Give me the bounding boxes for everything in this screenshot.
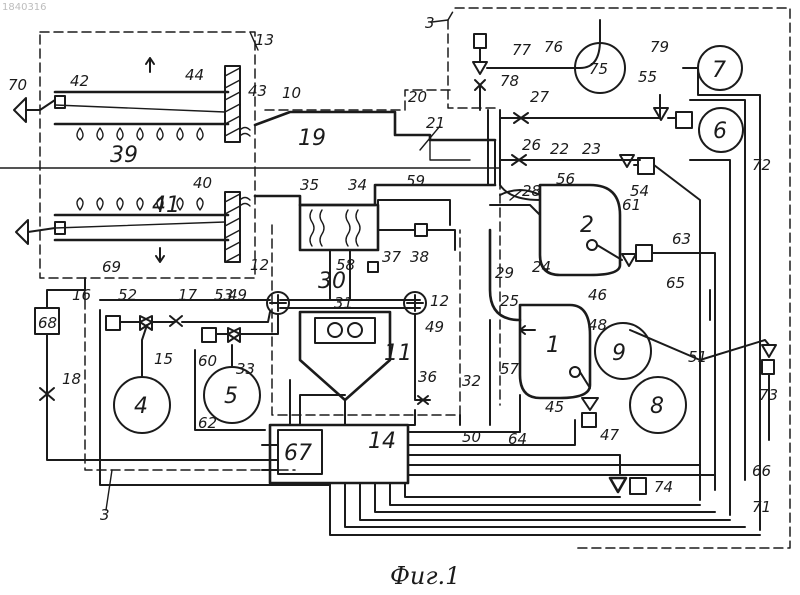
label-50: 50: [462, 428, 481, 446]
label-75: 75: [589, 60, 608, 78]
label-46: 46: [588, 286, 607, 304]
label-20: 20: [408, 88, 427, 106]
leader-lines: [106, 20, 522, 510]
label-61: 61: [622, 196, 641, 214]
label-8: 8: [650, 394, 664, 419]
label-24: 24: [532, 258, 551, 276]
label-53: 53: [214, 286, 233, 304]
label-77: 77: [512, 41, 532, 59]
label-42: 42: [70, 72, 89, 90]
label-55: 55: [638, 68, 657, 86]
label-17: 17: [178, 286, 198, 304]
label-4: 4: [134, 394, 148, 419]
label-60: 60: [198, 352, 217, 370]
label-35: 35: [300, 176, 319, 194]
label-6: 6: [713, 119, 727, 144]
label-41: 41: [152, 193, 180, 218]
label-1: 1: [546, 333, 560, 358]
label-12-left: 12: [250, 256, 269, 274]
label-51: 51: [688, 348, 707, 366]
label-44: 44: [185, 66, 204, 84]
label-66: 66: [752, 462, 771, 480]
label-56: 56: [556, 170, 575, 188]
label-49-right: 49: [425, 318, 444, 336]
label-47: 47: [600, 426, 620, 444]
label-7: 7: [712, 58, 726, 83]
label-14: 14: [368, 429, 396, 454]
label-26: 26: [522, 136, 541, 154]
watermark-text: 1840316: [2, 2, 47, 13]
label-70: 70: [8, 76, 27, 94]
label-34: 34: [348, 176, 367, 194]
label-36: 36: [418, 368, 437, 386]
label-72: 72: [752, 156, 771, 174]
label-13: 13: [255, 31, 274, 49]
label-21: 21: [426, 114, 445, 132]
label-69: 69: [102, 258, 121, 276]
label-12-right: 12: [430, 292, 449, 310]
label-74: 74: [654, 478, 673, 496]
label-40: 40: [193, 174, 212, 192]
label-43: 43: [248, 82, 267, 100]
label-59: 59: [406, 172, 425, 190]
label-31: 31: [334, 294, 353, 312]
label-63: 63: [672, 230, 691, 248]
label-45: 45: [545, 398, 564, 416]
label-73: 73: [759, 386, 778, 404]
label-2: 2: [580, 213, 594, 238]
label-30: 30: [318, 269, 346, 294]
label-11: 11: [384, 341, 412, 366]
label-37: 37: [382, 248, 402, 266]
reference-numbers: 3 76 77 79 75 7 13 44 42 43 70 10 20 19 …: [8, 14, 778, 524]
label-5: 5: [224, 384, 238, 409]
label-65: 65: [666, 274, 685, 292]
label-57: 57: [500, 360, 520, 378]
label-29: 29: [495, 264, 514, 282]
label-76: 76: [544, 38, 563, 56]
controller-unit: [262, 320, 760, 535]
label-68: 68: [38, 314, 57, 332]
label-78: 78: [500, 72, 519, 90]
label-10: 10: [282, 84, 301, 102]
label-32: 32: [462, 372, 481, 390]
label-48: 48: [588, 316, 607, 334]
label-16: 16: [72, 286, 91, 304]
label-33: 33: [236, 360, 255, 378]
label-39: 39: [110, 143, 138, 168]
central-duct: [255, 112, 495, 425]
label-25: 25: [500, 292, 519, 310]
label-18: 18: [62, 370, 81, 388]
label-67: 67: [284, 441, 312, 466]
label-64: 64: [508, 430, 527, 448]
label-19: 19: [298, 126, 326, 151]
label-79: 79: [650, 38, 669, 56]
label-23: 23: [582, 140, 601, 158]
label-9: 9: [612, 341, 626, 366]
label-22: 22: [550, 140, 569, 158]
right-valves: [582, 68, 776, 530]
label-28: 28: [522, 182, 541, 200]
label-52: 52: [118, 286, 137, 304]
label-62: 62: [198, 414, 217, 432]
label-3-top: 3: [425, 14, 435, 32]
figure-caption: Фиг.1: [390, 562, 460, 590]
label-71: 71: [752, 498, 771, 516]
label-3-bottom: 3: [100, 506, 110, 524]
label-38: 38: [410, 248, 429, 266]
label-27: 27: [530, 88, 550, 106]
label-15: 15: [154, 350, 173, 368]
